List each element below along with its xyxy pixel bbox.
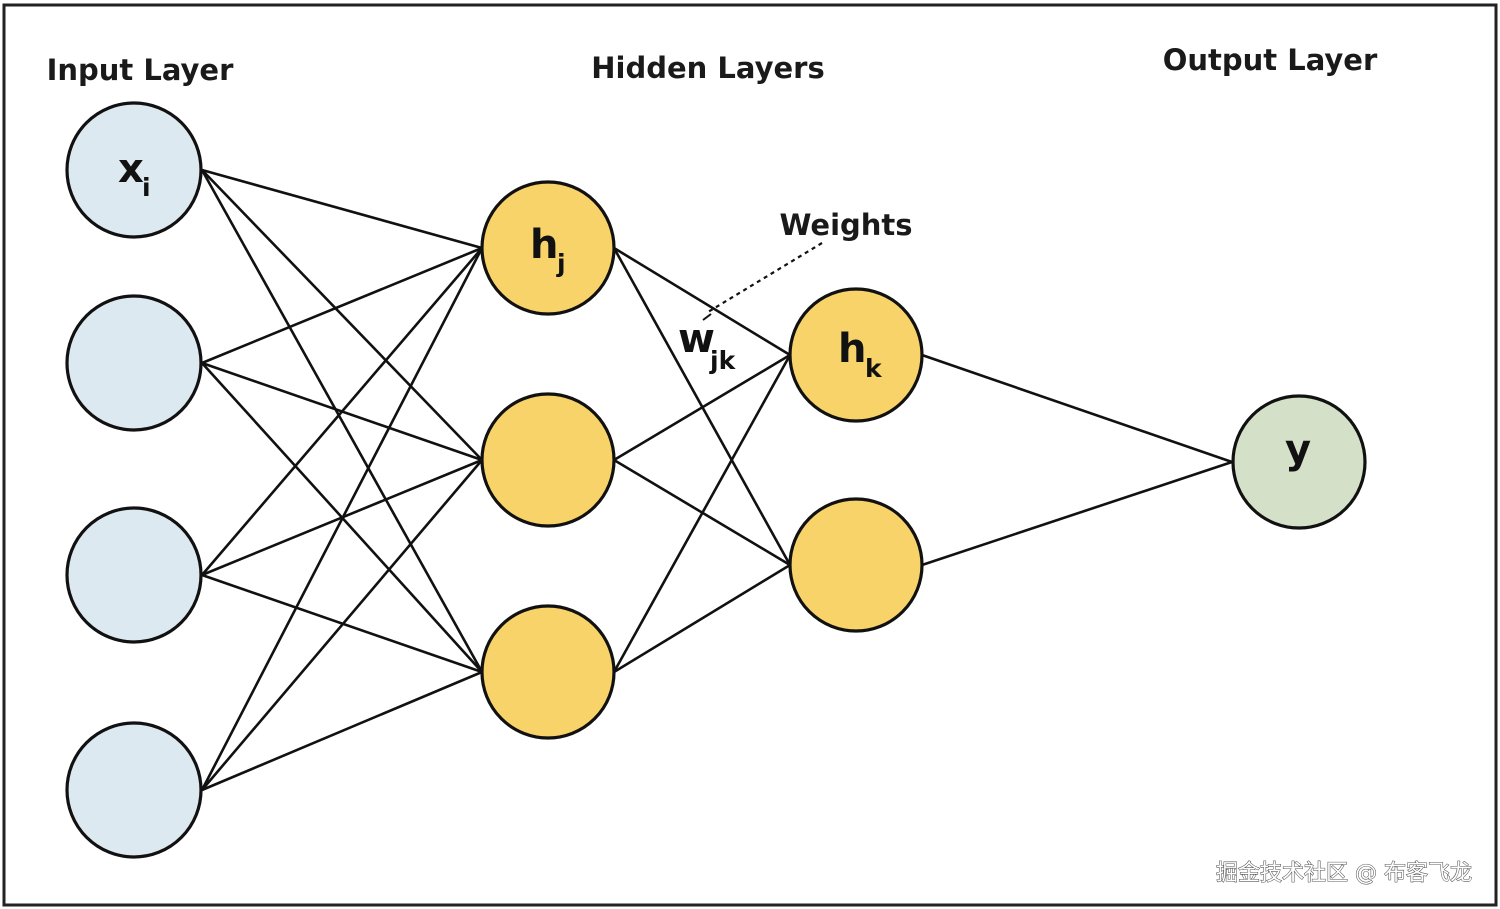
edge <box>201 246 483 365</box>
edge <box>612 354 792 673</box>
hidden-node-label: h <box>838 326 866 372</box>
edge <box>921 353 1233 464</box>
hidden-layer-1: h j <box>480 180 616 740</box>
edge <box>613 353 791 462</box>
hidden-node-subscript: j <box>556 249 566 278</box>
edge <box>201 247 483 576</box>
output-node <box>1231 394 1367 530</box>
hidden-layer-2: h k <box>788 287 924 633</box>
input-node-subscript: i <box>142 173 151 202</box>
edge <box>200 169 484 673</box>
hidden-node <box>480 392 616 528</box>
output-layer-title: Output Layer <box>1163 43 1378 77</box>
edges-input-to-hidden1 <box>200 168 484 792</box>
weight-subscript: jk <box>709 346 737 375</box>
output-layer: y <box>1231 394 1367 530</box>
edge <box>201 168 483 250</box>
edges-hidden1-to-hidden2 <box>612 246 792 674</box>
weights-label: Weights <box>779 208 912 242</box>
output-node-label: y <box>1285 427 1311 473</box>
weights-pointer-line <box>707 242 823 313</box>
edge <box>613 563 791 674</box>
edge <box>201 670 483 792</box>
hidden-node-label: h <box>530 222 558 268</box>
input-layer: x i <box>65 101 203 859</box>
edge <box>200 247 484 791</box>
weights-pointer-tip <box>702 313 712 321</box>
hidden-node <box>480 604 616 740</box>
input-node <box>65 294 203 432</box>
hidden-node <box>788 287 924 423</box>
edge <box>201 459 483 791</box>
input-node <box>65 101 203 239</box>
weight-symbol: w <box>678 316 715 362</box>
hidden-node <box>480 180 616 316</box>
edge <box>613 246 791 357</box>
edge <box>201 169 483 461</box>
watermark-text: 掘金技术社区 @ 布客飞龙 <box>1216 861 1472 886</box>
edge <box>921 460 1233 567</box>
input-layer-title: Input Layer <box>47 53 235 87</box>
hidden-layers-title: Hidden Layers <box>591 51 824 85</box>
edges-hidden2-to-output <box>921 353 1233 567</box>
hidden-node <box>788 497 924 633</box>
input-node-label: x <box>118 146 144 192</box>
input-node <box>65 506 203 644</box>
input-node <box>65 721 203 859</box>
hidden-node-subscript: k <box>865 354 883 383</box>
